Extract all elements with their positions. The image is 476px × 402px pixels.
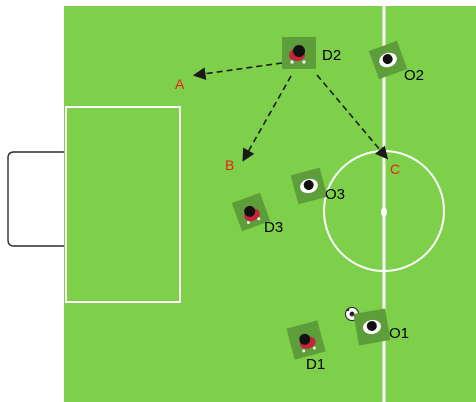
player-o1-label: O1 <box>389 325 409 342</box>
point-b-label: B <box>225 157 234 173</box>
point-a-label: A <box>175 76 185 92</box>
attacker-icon <box>353 308 390 345</box>
center-spot <box>381 207 387 217</box>
point-c-label: C <box>390 161 400 177</box>
player-d1-label: D1 <box>306 356 325 373</box>
player-o3-label: O3 <box>325 186 345 203</box>
player-d3-label: D3 <box>264 219 283 236</box>
player-o2-label: O2 <box>404 67 424 84</box>
player-d2-label: D2 <box>322 47 341 64</box>
defender-icon <box>282 37 316 69</box>
goal <box>8 152 64 246</box>
